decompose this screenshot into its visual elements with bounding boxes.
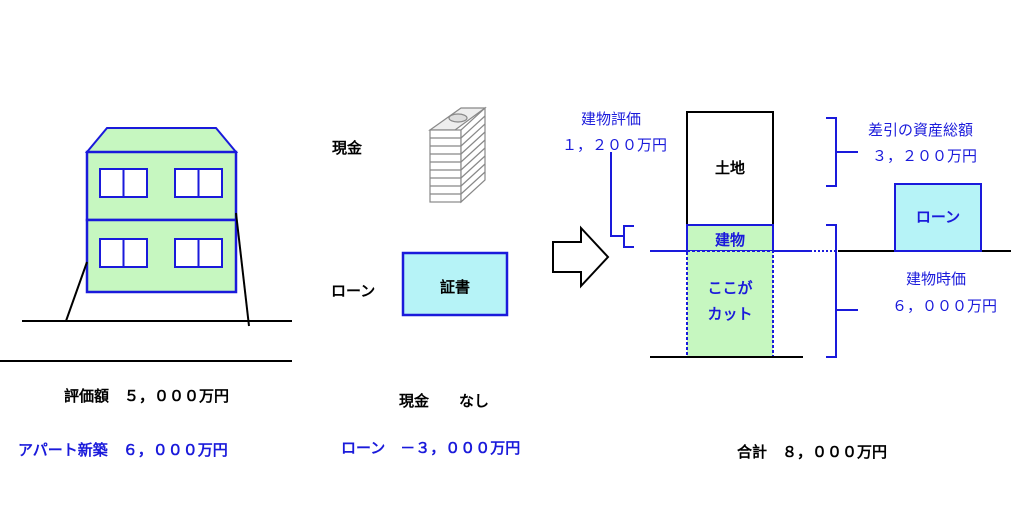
building-box xyxy=(686,224,774,252)
certificate-label: 証書 xyxy=(439,278,470,296)
total-label: 合計 ８，０００万円 xyxy=(737,443,888,461)
house-support-right xyxy=(235,212,250,327)
house-support-left xyxy=(65,261,88,322)
market-value-bracket xyxy=(826,224,858,358)
cash-none-label: 現金 なし xyxy=(399,392,490,410)
loan-box-label: ローン xyxy=(915,208,961,226)
building-eval-title: 建物評価 xyxy=(581,110,642,128)
net-assets-value: ３，２００万円 xyxy=(872,147,978,165)
net-assets-title: 差引の資産総額 xyxy=(868,121,974,139)
cut-label-line1: ここが xyxy=(707,279,753,297)
loan-box xyxy=(894,183,982,252)
market-value-title: 建物時価 xyxy=(906,270,967,288)
net-assets-bracket xyxy=(826,117,858,187)
land-box xyxy=(686,111,774,226)
building-eval-value: １，２００万円 xyxy=(562,136,668,154)
land-label: 土地 xyxy=(714,159,745,177)
money-stack-icon xyxy=(428,106,487,204)
new-build-cost-label: アパート新築 ６，０００万円 xyxy=(18,441,228,459)
certificate-box xyxy=(401,251,509,317)
cut-label-line2: カット xyxy=(707,305,753,323)
house-roof xyxy=(84,127,239,153)
building-label: 建物 xyxy=(714,231,745,249)
balance-diagram xyxy=(650,111,1011,358)
loan-label: ローン xyxy=(331,282,376,300)
house-window xyxy=(99,168,223,268)
apartment-house xyxy=(0,127,292,362)
loan-amount-label: ローン －３，０００万円 xyxy=(341,439,521,457)
cash-label: 現金 xyxy=(332,139,363,157)
evaluation-amount-label: 評価額 ５，０００万円 xyxy=(64,387,230,405)
right-arrow-icon xyxy=(552,225,610,289)
building-eval-bracket xyxy=(610,152,634,248)
market-value-value: ６，０００万円 xyxy=(892,297,998,315)
